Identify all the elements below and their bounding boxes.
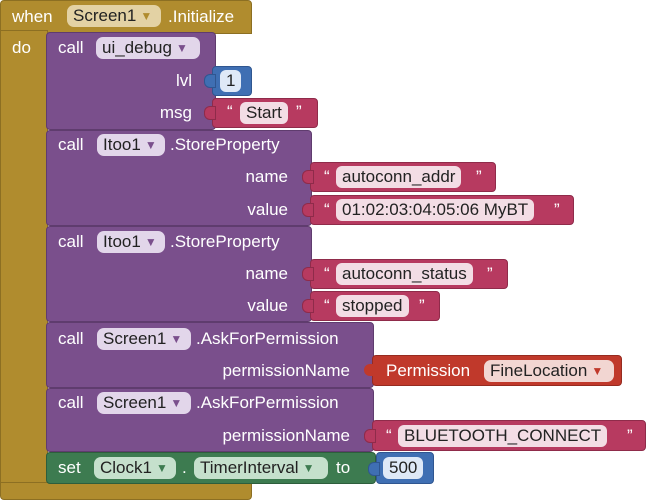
msg-argument-label: msg	[159, 103, 192, 122]
call-keyword: call	[58, 232, 84, 251]
close-quote-icon: ”	[419, 296, 425, 315]
name-text-field[interactable]: autoconn_addr	[336, 166, 462, 188]
askforpermission-method-name: .AskForPermission	[196, 393, 339, 412]
call-keyword: call	[58, 329, 84, 348]
chevron-down-icon: ▼	[175, 41, 188, 55]
open-quote-icon: “	[324, 167, 330, 186]
screen1-component-label: Screen1	[103, 393, 167, 412]
permission-label: Permission	[386, 361, 471, 380]
open-quote-icon: “	[324, 296, 330, 315]
chevron-down-icon: ▼	[144, 235, 157, 249]
do-keyword: do	[12, 38, 31, 57]
open-quote-icon: “	[386, 426, 392, 445]
close-quote-icon: ”	[487, 264, 493, 283]
itoo1-component-dropdown[interactable]: Itoo1▼	[97, 231, 165, 253]
timerinterval-number-field[interactable]: 500	[383, 457, 424, 479]
property-dot: .	[182, 458, 187, 477]
permission-value-label: FineLocation	[490, 361, 588, 380]
text-block-connector	[302, 267, 314, 281]
open-quote-icon: “	[227, 102, 233, 121]
ui-debug-procedure-dropdown[interactable]: ui_debug▼	[96, 37, 200, 59]
chevron-down-icon: ▼	[302, 461, 315, 475]
storeproperty-method-name: .StoreProperty	[170, 232, 280, 251]
chevron-down-icon: ▼	[591, 364, 604, 378]
set-keyword: set	[58, 458, 81, 477]
name-argument-label: name	[245, 264, 288, 283]
screen1-component-dropdown[interactable]: Screen1▼	[97, 392, 191, 414]
name-text-field[interactable]: autoconn_status	[336, 263, 473, 285]
call-keyword: call	[58, 393, 84, 412]
permissionname-argument-label: permissionName	[222, 426, 350, 445]
lvl-number-field[interactable]: 1	[220, 70, 242, 92]
timerinterval-property-dropdown[interactable]: TimerInterval▼	[194, 457, 328, 479]
ui-debug-procedure-label: ui_debug	[102, 38, 172, 57]
call-itoo1-storeproperty-block[interactable]	[46, 226, 312, 322]
permission-value-dropdown[interactable]: FineLocation▼	[484, 360, 614, 382]
text-block-connector	[204, 106, 216, 120]
close-quote-icon: ”	[476, 167, 482, 186]
call-keyword: call	[58, 38, 84, 57]
to-keyword: to	[336, 458, 351, 477]
name-argument-label: name	[245, 167, 288, 186]
lvl-argument-label: lvl	[175, 71, 192, 90]
text-block-connector	[364, 429, 376, 443]
text-block-connector	[302, 170, 314, 184]
open-quote-icon: “	[324, 200, 330, 219]
itoo1-component-dropdown[interactable]: Itoo1▼	[97, 134, 165, 156]
permission-block-connector	[364, 364, 374, 376]
text-block-connector	[302, 203, 314, 217]
close-quote-icon: ”	[296, 102, 302, 121]
chevron-down-icon: ▼	[170, 332, 183, 346]
text-block-connector	[302, 299, 314, 313]
value-argument-label: value	[247, 296, 288, 315]
value-text-field[interactable]: stopped	[336, 295, 409, 317]
screen1-component-dropdown[interactable]: Screen1▼	[97, 328, 191, 350]
clock1-component-label: Clock1	[100, 458, 152, 477]
call-keyword: call	[58, 135, 84, 154]
itoo1-component-label: Itoo1	[103, 232, 141, 251]
close-quote-icon: ”	[627, 426, 633, 445]
chevron-down-icon: ▼	[140, 9, 153, 23]
when-keyword: when	[12, 7, 53, 26]
event-block-footer	[0, 482, 252, 500]
chevron-down-icon: ▼	[144, 138, 157, 152]
permissionname-argument-label: permissionName	[222, 361, 350, 380]
msg-text-field[interactable]: Start	[240, 102, 288, 124]
screen1-component-label: Screen1	[103, 329, 167, 348]
number-block-connector	[368, 462, 380, 476]
open-quote-icon: “	[324, 264, 330, 283]
itoo1-component-label: Itoo1	[103, 135, 141, 154]
askforpermission-method-name: .AskForPermission	[196, 329, 339, 348]
initialize-event-name: .Initialize	[168, 7, 235, 26]
close-quote-icon: ”	[554, 200, 560, 219]
call-itoo1-storeproperty-block[interactable]	[46, 130, 312, 226]
chevron-down-icon: ▼	[170, 396, 183, 410]
screen1-component-label: Screen1	[73, 6, 137, 25]
permission-text-field[interactable]: BLUETOOTH_CONNECT	[398, 425, 608, 447]
screen1-component-dropdown[interactable]: Screen1▼	[67, 5, 161, 27]
number-block-connector	[204, 74, 216, 88]
storeproperty-method-name: .StoreProperty	[170, 135, 280, 154]
value-argument-label: value	[247, 200, 288, 219]
value-text-field[interactable]: 01:02:03:04:05:06 MyBT	[336, 199, 535, 221]
event-block-spine	[0, 30, 48, 486]
timerinterval-property-label: TimerInterval	[200, 458, 299, 477]
chevron-down-icon: ▼	[155, 461, 168, 475]
clock1-component-dropdown[interactable]: Clock1▼	[94, 457, 176, 479]
